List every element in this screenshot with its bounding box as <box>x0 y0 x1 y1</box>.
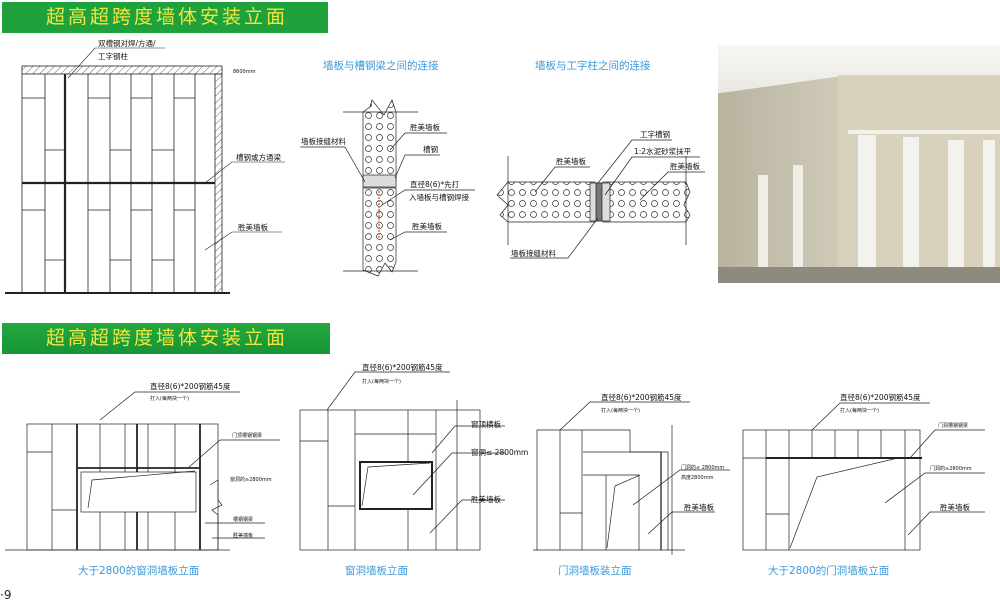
panel-label: 胜美墙板 <box>471 494 501 504</box>
column-label-2: 工字钢柱 <box>98 51 128 61</box>
mortar-label: 1:2水泥砂浆抹平 <box>634 146 692 156</box>
rebar-label: 直径8(6)*200钢筋45度 <box>601 392 682 402</box>
column-label: 双槽钢对焊/方通/ <box>98 38 156 48</box>
rebar-label-2: 打入(每两块一个) <box>601 407 640 414</box>
panel-right-label: 胜美墙板 <box>670 161 700 171</box>
steel-beam-label: 槽钢钢梁 <box>233 516 253 523</box>
panel-bottom-label: 胜美墙板 <box>412 221 442 231</box>
opening-label: 门洞的≤ 2800mm <box>681 464 724 471</box>
beam-connection-title: 墙板与槽钢梁之间的连接 <box>323 59 439 72</box>
height-label: 高度2800mm <box>681 474 714 481</box>
panel-label: 胜美墙板 <box>238 222 268 232</box>
column-connection-title: 墙板与工字柱之间的连接 <box>535 59 651 72</box>
rebar-label: 直径8(6)*200钢筋45度 <box>150 381 231 391</box>
elevation-door <box>533 401 730 555</box>
beam-connection-drawing <box>300 99 475 277</box>
rebar-label: 直径8(6)*200钢筋45度 <box>840 392 921 402</box>
beam-label: 门洞槽钢钢梁 <box>938 422 968 429</box>
rebar-label-1: 直径8(6)*先打 <box>410 179 460 189</box>
opening-label: 门洞的≥2800mm <box>930 465 972 472</box>
elevation-window <box>299 371 505 551</box>
rebar-label: 直径8(6)*200钢筋45度 <box>362 362 443 372</box>
beam-label: 槽钢或方通梁 <box>236 152 281 162</box>
elevation-caption: 窗洞墙板立面 <box>345 564 408 577</box>
panel-label: 胜美墙板 <box>684 502 714 512</box>
elevation-door-large <box>742 402 985 551</box>
wall-elevation-drawing <box>5 47 285 294</box>
beam-label: 门顶槽钢钢梁 <box>232 432 262 439</box>
opening-label: 窗洞的≥2800mm <box>230 476 272 483</box>
ibeam-label: 工字槽钢 <box>640 129 670 139</box>
panel-left-label: 胜美墙板 <box>556 156 586 166</box>
section-banner-top: 超高超跨度墙体安装立面 <box>2 2 328 33</box>
dimension-note: 8600mm <box>233 69 256 75</box>
channel-label: 槽钢 <box>423 144 438 154</box>
elevation-caption: 大于2800的窗洞墙板立面 <box>78 564 199 577</box>
elevation-caption: 大于2800的门洞墙板立面 <box>768 564 889 577</box>
joint-material-label: 墙板接缝材料 <box>511 248 556 258</box>
panel-top-label: 胜美墙板 <box>410 122 440 132</box>
rebar-label-2: 打入(每两块一个) <box>362 378 401 385</box>
opening-label: 窗洞≤ 2800mm <box>471 447 528 457</box>
panel-label: 胜美墙板 <box>233 532 253 539</box>
column-connection-drawing <box>496 139 705 259</box>
installation-photo <box>718 45 1000 283</box>
section-banner-bottom: 超高超跨度墙体安装立面 <box>2 323 330 354</box>
page-number: ·9 <box>0 588 12 602</box>
panel-label: 胜美墙板 <box>940 502 970 512</box>
rebar-label-2: 入墙板与槽钢焊接 <box>409 192 469 202</box>
joint-material-label: 墙板接缝材料 <box>301 136 346 146</box>
elevation-window-large <box>5 391 280 551</box>
elevation-caption: 门洞墙板装立面 <box>558 564 632 577</box>
rebar-label-2: 打入(每两块一个) <box>150 395 189 402</box>
rebar-label-2: 打入(每两块一个) <box>840 407 879 414</box>
top-panel-label: 窗顶横板 <box>471 419 501 429</box>
